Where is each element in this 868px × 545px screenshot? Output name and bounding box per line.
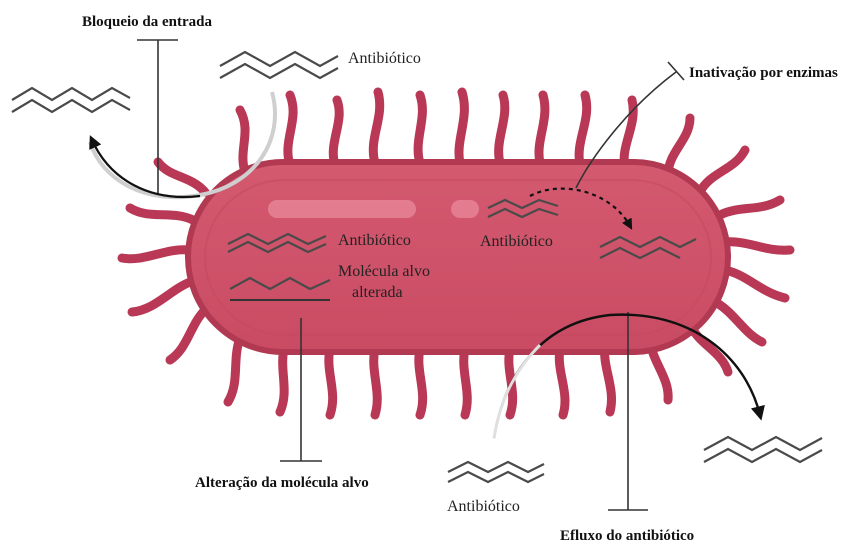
antibiotic-label-top: Antibiótico [348,50,421,67]
effluxed-antibiotic-molecule [704,437,822,462]
antibiotic-label-inside-left: Antibiótico [338,232,411,249]
efflux-arrow-fade [494,345,540,438]
altered-target-label-line1: Molécula alvo [338,263,430,280]
antibiotic-molecule-outside-left [12,88,130,112]
enzyme-inactivation-label: Inativação por enzimas [689,65,838,81]
antibiotic-molecule-top [220,52,338,78]
target-alteration-label: Alteração da molécula alvo [195,475,369,491]
altered-target-label-line2: alterada [352,284,403,301]
entry-deflection-arrow-dark [92,140,200,197]
bacterium-cell [188,162,728,352]
entry-block-label: Bloqueio da entrada [82,14,213,30]
antibiotic-label-bottom: Antibiótico [447,498,520,515]
efflux-label: Efluxo do antibiótico [560,528,694,544]
cell-highlight-short [451,200,479,218]
antibiotic-molecule-bottom [448,462,544,482]
cell-highlight-long [268,200,416,218]
antibiotic-label-inside-mid: Antibiótico [480,233,553,250]
